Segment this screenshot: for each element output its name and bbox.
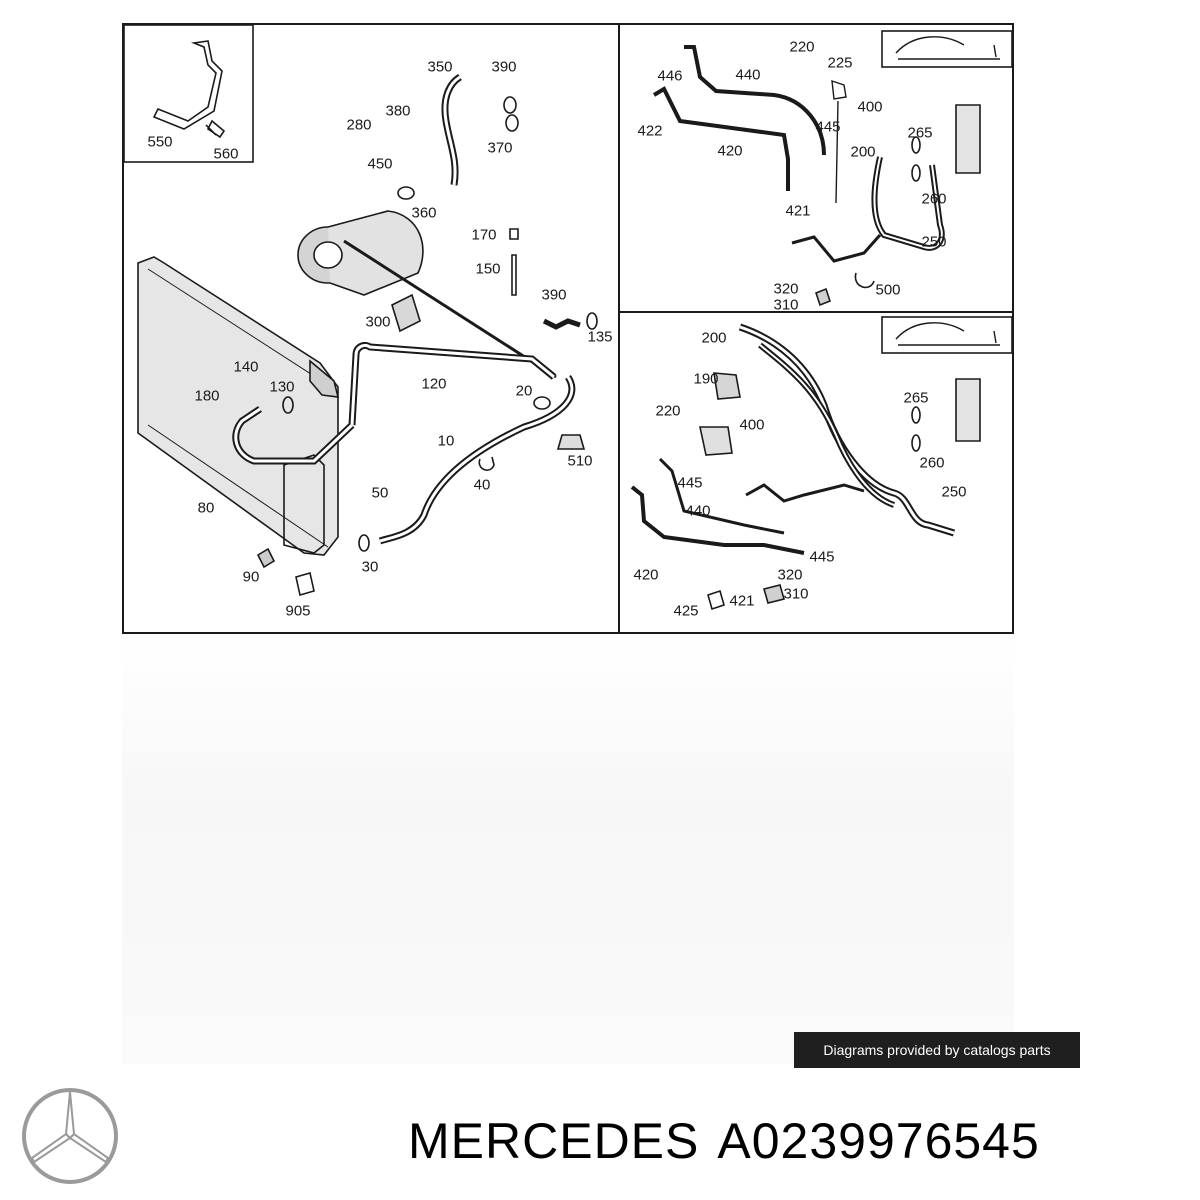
callout-label: 421 <box>785 202 811 220</box>
callout-label: 421 <box>729 592 755 610</box>
bracket-bolt <box>205 119 226 139</box>
callout-label: 250 <box>941 483 967 501</box>
callout-label: 170 <box>471 226 497 244</box>
brand-name: MERCEDES <box>408 1113 700 1169</box>
condenser <box>137 256 340 556</box>
nut-510 <box>556 434 586 450</box>
callout-label: 40 <box>473 476 491 494</box>
callout-label: 560 <box>213 145 239 163</box>
callout-label: 400 <box>739 416 765 434</box>
callout-label: 320 <box>777 566 803 584</box>
compressor-harness <box>343 239 557 379</box>
callout-label: 250 <box>921 233 947 251</box>
callout-label: 310 <box>783 585 809 603</box>
bracket-inset-box <box>124 25 254 163</box>
callout-label: 150 <box>475 260 501 278</box>
sensor-150 <box>509 228 519 296</box>
clip-40 <box>478 456 495 471</box>
callout-label: 445 <box>815 118 841 136</box>
part-number: A0239976545 <box>717 1113 1040 1169</box>
callout-label: 380 <box>385 102 411 120</box>
bracket-part <box>152 40 223 130</box>
parts-diagram: 550 560 350 390 380 280 370 450 360 170 … <box>122 23 1014 634</box>
mercedes-star-icon <box>22 1088 118 1184</box>
callout-label: 445 <box>677 474 703 492</box>
callout-label: 265 <box>903 389 929 407</box>
callout-label: 420 <box>717 142 743 160</box>
callout-label: 220 <box>655 402 681 420</box>
callout-label: 420 <box>633 566 659 584</box>
callout-label: 260 <box>921 190 947 208</box>
callout-label: 120 <box>421 375 447 393</box>
top-right-assembly <box>652 30 1012 307</box>
callout-label: 390 <box>491 58 517 76</box>
callout-label: 350 <box>427 58 453 76</box>
callout-label: 446 <box>657 67 683 85</box>
callout-label: 440 <box>685 502 711 520</box>
callout-label: 265 <box>907 124 933 142</box>
callout-label: 10 <box>437 432 455 450</box>
callout-label: 200 <box>701 329 727 347</box>
callout-label: 30 <box>361 558 379 576</box>
hose-10 <box>378 375 576 545</box>
callout-label: 400 <box>857 98 883 116</box>
callout-label: 50 <box>371 484 389 502</box>
background-fade <box>122 634 1014 1064</box>
callout-label: 140 <box>233 358 259 376</box>
callout-label: 135 <box>587 328 613 346</box>
callout-label: 310 <box>773 296 799 314</box>
callout-label: 905 <box>285 602 311 620</box>
part-300 <box>391 293 421 333</box>
callout-label: 130 <box>269 378 295 396</box>
callout-label: 300 <box>365 313 391 331</box>
callout-label: 425 <box>673 602 699 620</box>
callout-label: 422 <box>637 122 663 140</box>
callout-label: 225 <box>827 54 853 72</box>
part-90 <box>256 547 276 569</box>
callout-label: 220 <box>789 38 815 56</box>
callout-label: 510 <box>567 452 593 470</box>
callout-label: 180 <box>194 387 220 405</box>
credit-banner: Diagrams provided by catalogs parts <box>794 1032 1080 1068</box>
callout-label: 450 <box>367 155 393 173</box>
callout-label: 190 <box>693 370 719 388</box>
diagram-drawing <box>124 25 1012 632</box>
o-rings <box>282 96 598 552</box>
callout-label: 445 <box>809 548 835 566</box>
bottom-right-assembly <box>630 316 1012 611</box>
brand-title: MERCEDES A0239976545 <box>408 1112 1058 1170</box>
callout-label: 370 <box>487 139 513 157</box>
callout-label: 260 <box>919 454 945 472</box>
callout-label: 20 <box>515 382 533 400</box>
callout-label: 280 <box>346 116 372 134</box>
pipe-135 <box>542 318 581 330</box>
callout-label: 200 <box>850 143 876 161</box>
callout-label: 500 <box>875 281 901 299</box>
callout-label: 90 <box>242 568 260 586</box>
part-905 <box>295 571 315 597</box>
callout-label: 550 <box>147 133 173 151</box>
callout-label: 360 <box>411 204 437 222</box>
compressor <box>297 210 424 296</box>
callout-label: 80 <box>197 499 215 517</box>
callout-label: 440 <box>735 66 761 84</box>
credit-banner-text: Diagrams provided by catalogs parts <box>823 1042 1051 1058</box>
callout-label: 320 <box>773 280 799 298</box>
callout-label: 390 <box>541 286 567 304</box>
